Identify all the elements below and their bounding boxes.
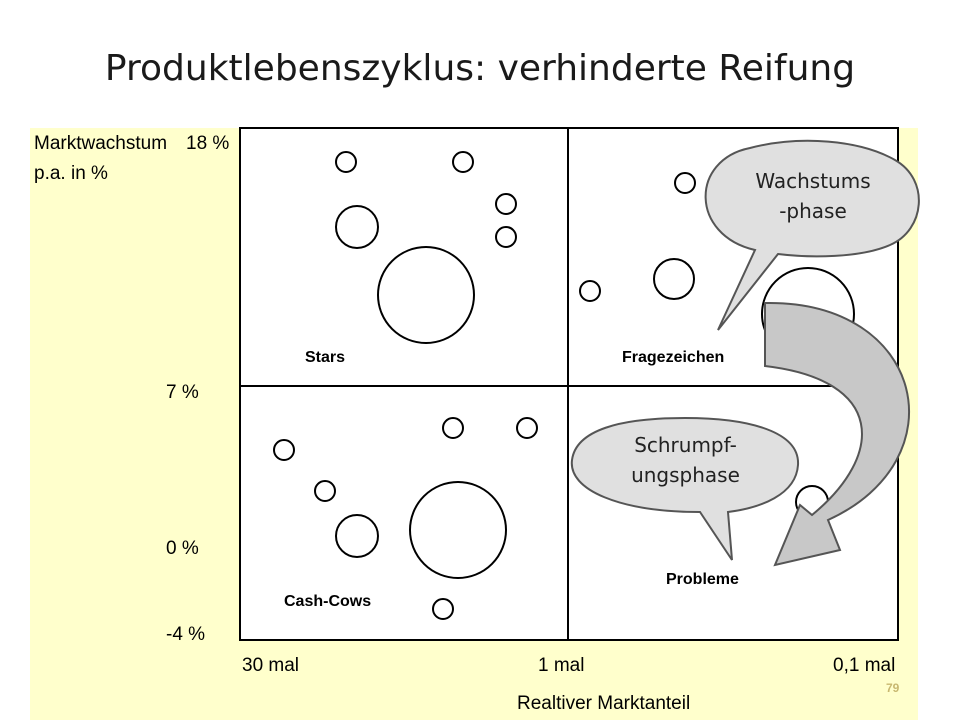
cashcow-circle-5 <box>335 514 379 558</box>
star-circle-3 <box>495 193 517 215</box>
star-circle-4 <box>495 226 517 248</box>
star-circle-6 <box>377 246 475 344</box>
quadrant-label-cashcows: Cash-Cows <box>284 593 372 610</box>
shrink-callout-line1: Schrumpf- <box>634 433 737 457</box>
page-number: 79 <box>886 681 900 695</box>
stars-circles <box>335 151 517 344</box>
cashcow-circle-4 <box>314 480 336 502</box>
growth-callout-text: Wachstums -phase <box>728 166 898 226</box>
question-circle-3 <box>653 258 695 300</box>
y-tick-neg4: -4 % <box>166 624 206 645</box>
x-tick-right: 0,1 mal <box>833 655 896 676</box>
y-tick-0: 0 % <box>166 538 199 559</box>
question-circle-2 <box>579 280 601 302</box>
slide-title: Produktlebenszyklus: verhinderte Reifung <box>104 48 856 89</box>
y-axis-top-value: 18 % <box>186 133 230 154</box>
cashcow-circle-3 <box>516 417 538 439</box>
quadrant-label-problems: Probleme <box>666 571 739 588</box>
cashcow-circle-2 <box>442 417 464 439</box>
star-circle-2 <box>452 151 474 173</box>
cashcow-circle-7 <box>432 598 454 620</box>
growth-callout-line2: -phase <box>779 199 847 223</box>
y-tick-7: 7 % <box>166 382 199 403</box>
shrink-callout-shape <box>570 416 800 561</box>
x-tick-left: 30 mal <box>242 655 300 676</box>
cashcow-circles <box>273 417 538 620</box>
quadrant-label-question: Fragezeichen <box>622 349 725 366</box>
quadrant-label-stars: Stars <box>305 349 346 366</box>
cashcow-circle-6 <box>409 481 507 579</box>
x-axis-label: Realtiver Marktanteil <box>517 693 691 714</box>
x-tick-mid: 1 mal <box>538 655 585 676</box>
shrink-callout-line2: ungsphase <box>631 463 740 487</box>
star-circle-1 <box>335 151 357 173</box>
y-axis-label-line2: p.a. in % <box>34 163 108 184</box>
y-axis-label-line1: Marktwachstum <box>34 133 168 154</box>
growth-callout-line1: Wachstums <box>755 169 871 193</box>
growth-callout-shape <box>704 139 920 331</box>
star-circle-5 <box>335 205 379 249</box>
transition-arrow <box>764 301 911 567</box>
question-circle-1 <box>674 172 696 194</box>
cashcow-circle-1 <box>273 439 295 461</box>
shrink-callout-text: Schrumpf- ungsphase <box>598 430 773 490</box>
